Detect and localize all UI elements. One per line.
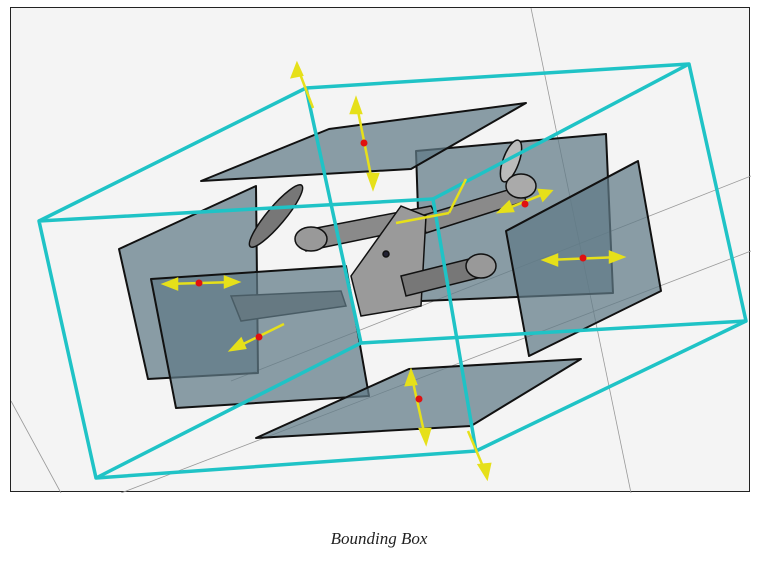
- figure-caption: Bounding Box: [330, 529, 428, 548]
- scene: [11, 8, 751, 493]
- 3d-viewport[interactable]: [10, 7, 751, 493]
- gizmo-centers: [195, 139, 587, 403]
- bounding-box[interactable]: [37, 62, 748, 480]
